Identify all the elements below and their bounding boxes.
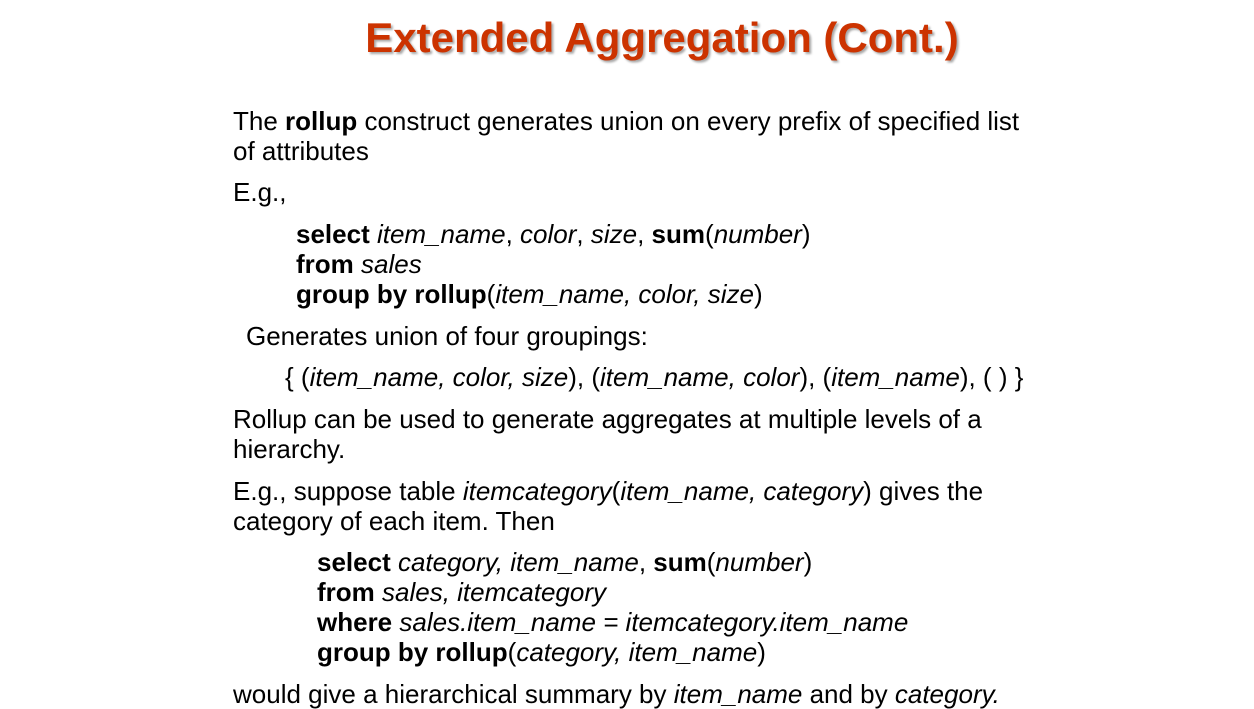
query-2-from-line: from sales, itemcategory <box>317 577 908 607</box>
attr-list: category, item_name <box>397 547 639 577</box>
query-1-group-line: group by rollup(item_name, color, size) <box>296 279 811 309</box>
attr: size <box>590 219 638 249</box>
itemcategory-text: E.g., suppose table itemcategory(item_na… <box>233 476 983 536</box>
attr: number <box>713 219 802 249</box>
paren: ( <box>507 637 517 667</box>
keyword-from: from <box>317 577 382 607</box>
attr-list: item_name, category <box>620 476 864 506</box>
condition: sales.item_name = itemcategory.item_name <box>399 607 909 637</box>
text: { ( <box>285 362 310 392</box>
sep: , <box>637 219 652 249</box>
paren: ) <box>754 279 763 309</box>
keyword-from: from <box>296 249 361 279</box>
query-1: select item_name, color, size, sum(numbe… <box>296 219 811 309</box>
text: construct generates union on every prefi… <box>357 106 1020 136</box>
paren: ( <box>705 219 714 249</box>
groupings-list: { (item_name, color, size), (item_name, … <box>285 362 1023 392</box>
example-label: E.g., <box>233 177 287 207</box>
attr: category. <box>894 679 1000 709</box>
query-2: select category, item_name, sum(number) … <box>317 547 908 667</box>
text: and by <box>802 679 895 709</box>
query-1-select-line: select item_name, color, size, sum(numbe… <box>296 219 811 249</box>
attr: item_name <box>376 219 506 249</box>
paren: ( <box>486 279 496 309</box>
text: would give a hierarchical summary by <box>233 679 674 709</box>
keyword-sum: sum <box>651 219 706 249</box>
keyword-group-by-rollup: group by rollup <box>317 637 508 667</box>
tables: sales, itemcategory <box>382 577 606 607</box>
query-2-group-line: group by rollup(category, item_name) <box>317 637 908 667</box>
table: sales <box>361 249 422 279</box>
paren: ) <box>801 219 811 249</box>
hierarchy-text: Rollup can be used to generate aggregate… <box>233 404 982 464</box>
rollup-description-line-2: of attributes <box>233 136 369 166</box>
paren: ( <box>706 547 716 577</box>
hierarchy-text-line-2: hierarchy. <box>233 434 346 464</box>
grouping: item_name <box>831 362 960 392</box>
itemcategory-text-line-2: category of each item. Then <box>233 506 555 536</box>
text: ), ( ) } <box>959 362 1024 392</box>
attr-list: category, item_name <box>516 637 758 667</box>
query-1-from-line: from sales <box>296 249 811 279</box>
paren: ) <box>757 637 766 667</box>
rollup-description-line-1: The rollup construct generates union on … <box>233 106 1019 136</box>
text: ), ( <box>799 362 832 392</box>
rollup-description: The rollup construct generates union on … <box>233 106 1019 166</box>
keyword-select: select <box>317 547 398 577</box>
text: The <box>233 106 286 136</box>
grouping: item_name, color <box>600 362 800 392</box>
query-2-select-line: select category, item_name, sum(number) <box>317 547 908 577</box>
slide-title: Extended Aggregation (Cont.) <box>365 14 959 61</box>
summary-text: would give a hierarchical summary by ite… <box>233 679 1000 709</box>
text: E.g., suppose table <box>233 476 463 506</box>
keyword-rollup: rollup <box>285 106 358 136</box>
itemcategory-text-line-1: E.g., suppose table itemcategory(item_na… <box>233 476 983 506</box>
table: itemcategory <box>462 476 612 506</box>
attr: number <box>715 547 804 577</box>
sep: , <box>576 219 591 249</box>
hierarchy-text-line-1: Rollup can be used to generate aggregate… <box>233 404 982 434</box>
keyword-where: where <box>317 607 400 637</box>
sep: , <box>638 547 654 577</box>
query-2-where-line: where sales.item_name = itemcategory.ite… <box>317 607 908 637</box>
attr-list: item_name, color, size <box>495 279 754 309</box>
grouping: item_name, color, size <box>309 362 569 392</box>
keyword-group-by-rollup: group by rollup <box>296 279 487 309</box>
attr: item_name <box>673 679 803 709</box>
paren: ( <box>611 476 621 506</box>
attr: color <box>520 219 577 249</box>
sep: , <box>505 219 521 249</box>
text: ), ( <box>568 362 601 392</box>
keyword-sum: sum <box>653 547 707 577</box>
paren: ) <box>803 547 813 577</box>
generates-text: Generates union of four groupings: <box>246 321 648 351</box>
text: ) gives the <box>863 476 984 506</box>
keyword-select: select <box>296 219 377 249</box>
